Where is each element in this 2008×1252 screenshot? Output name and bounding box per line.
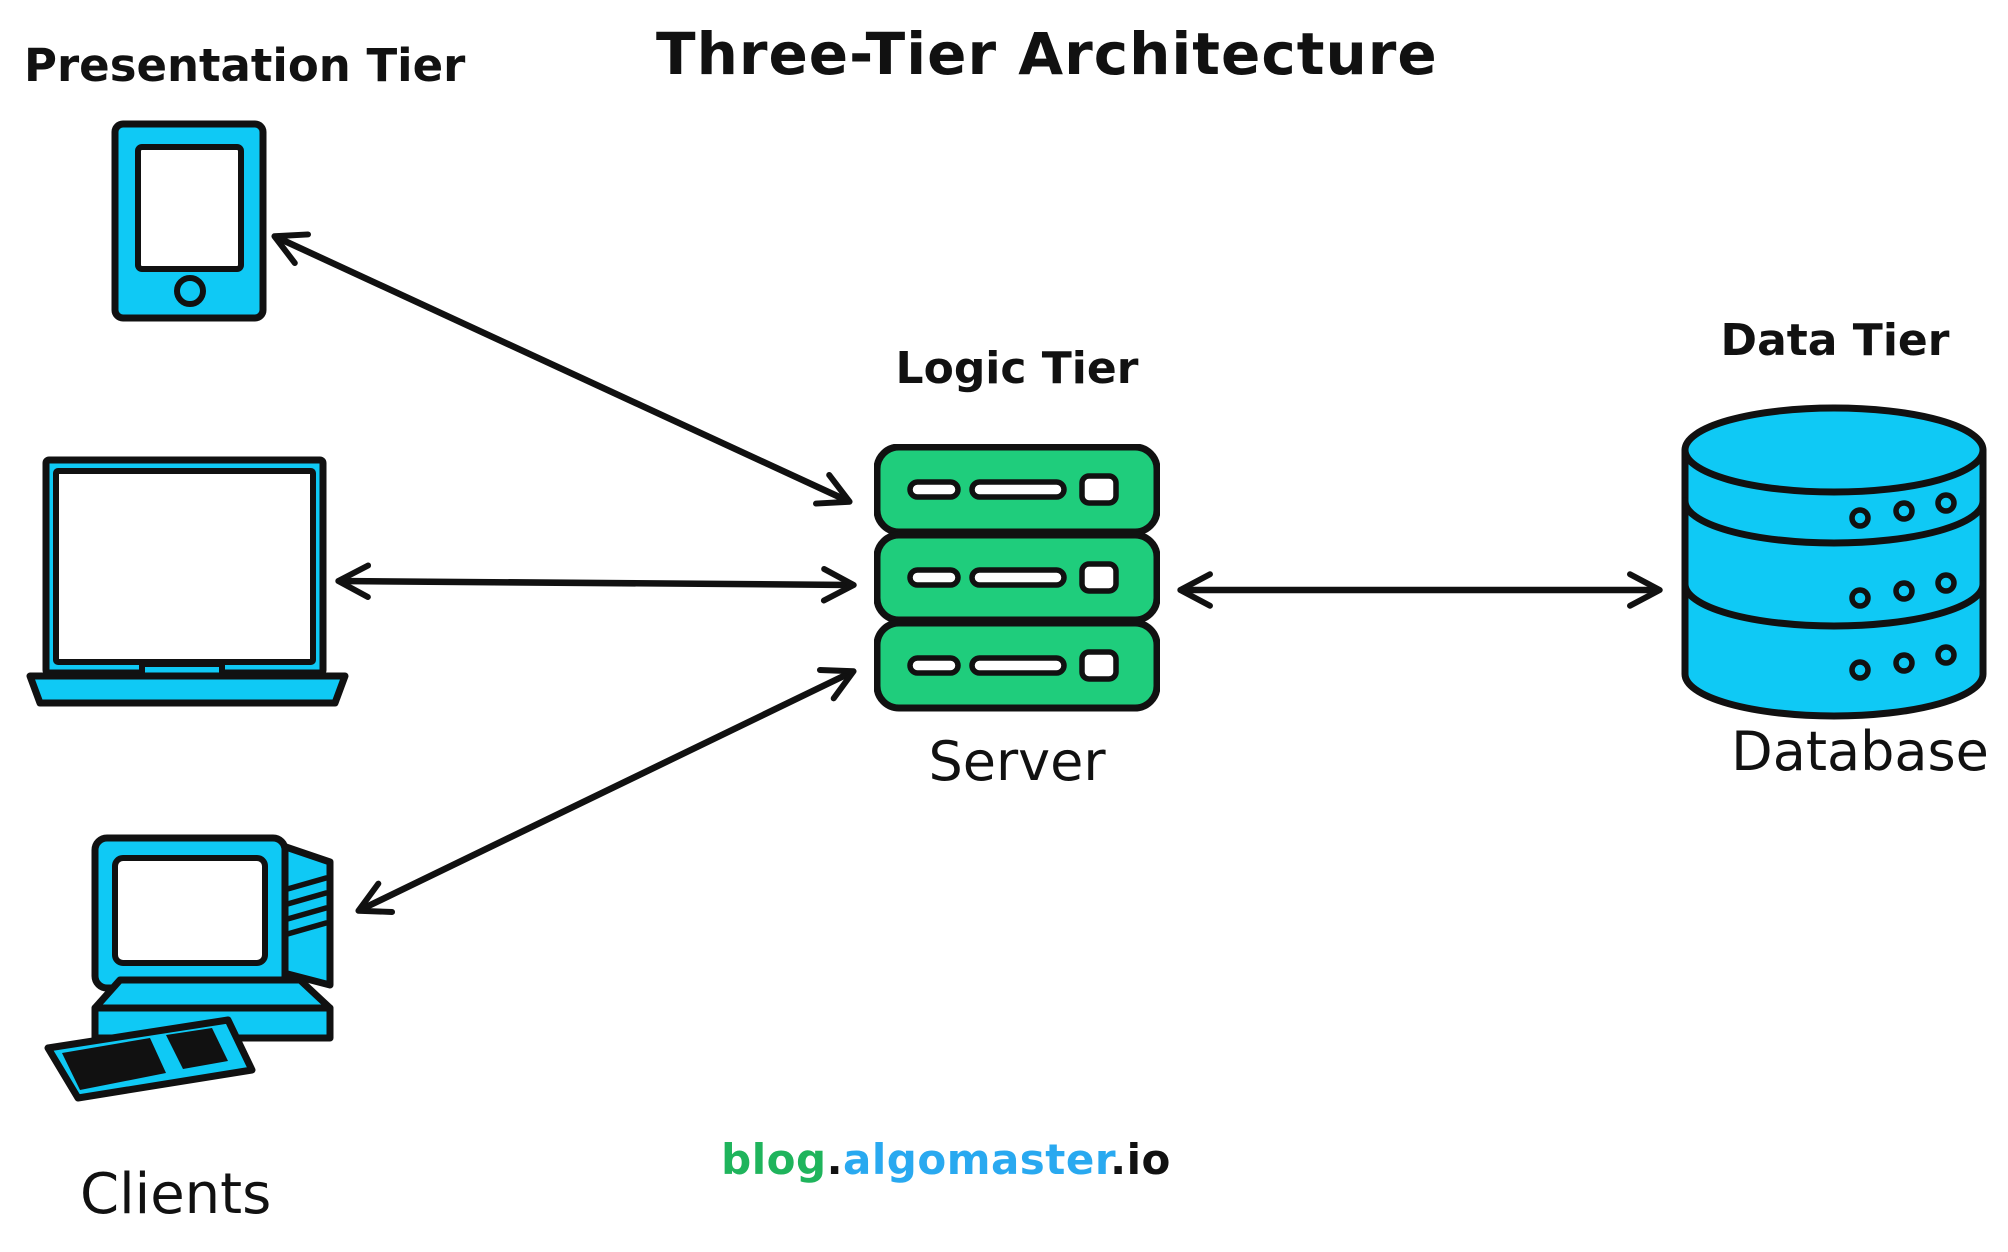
footer-watermark: blog.algomaster.io [656,1135,1236,1184]
footer-segment-io: io [1126,1135,1171,1184]
footer-segment-blog: blog [721,1135,827,1184]
database-caption: Database [1731,720,1989,783]
database-icon [1681,404,1987,720]
arrow-desktop-server [355,667,857,915]
desktop-icon [44,834,334,1102]
server-caption: Server [928,730,1106,793]
footer-segment-dot2: . [1110,1135,1127,1184]
clients-caption: Clients [80,1162,272,1227]
arrow-tablet-server [271,231,853,507]
footer-segment-algomaster: algomaster [843,1135,1111,1184]
server-row [874,531,1160,624]
tablet-icon [111,120,267,322]
server-icon [874,444,1160,712]
data-tier-label: Data Tier [1720,315,1950,366]
presentation-tier-label: Presentation Tier [24,39,466,92]
database-dots [1849,492,1957,681]
diagram-title: Three-Tier Architecture [656,20,1438,88]
server-row [874,444,1160,536]
footer-segment-dot1: . [826,1135,844,1184]
server-row [874,619,1160,712]
logic-tier-label: Logic Tier [895,343,1139,394]
arrow-laptop-server [335,562,857,604]
laptop-icon [26,456,349,707]
